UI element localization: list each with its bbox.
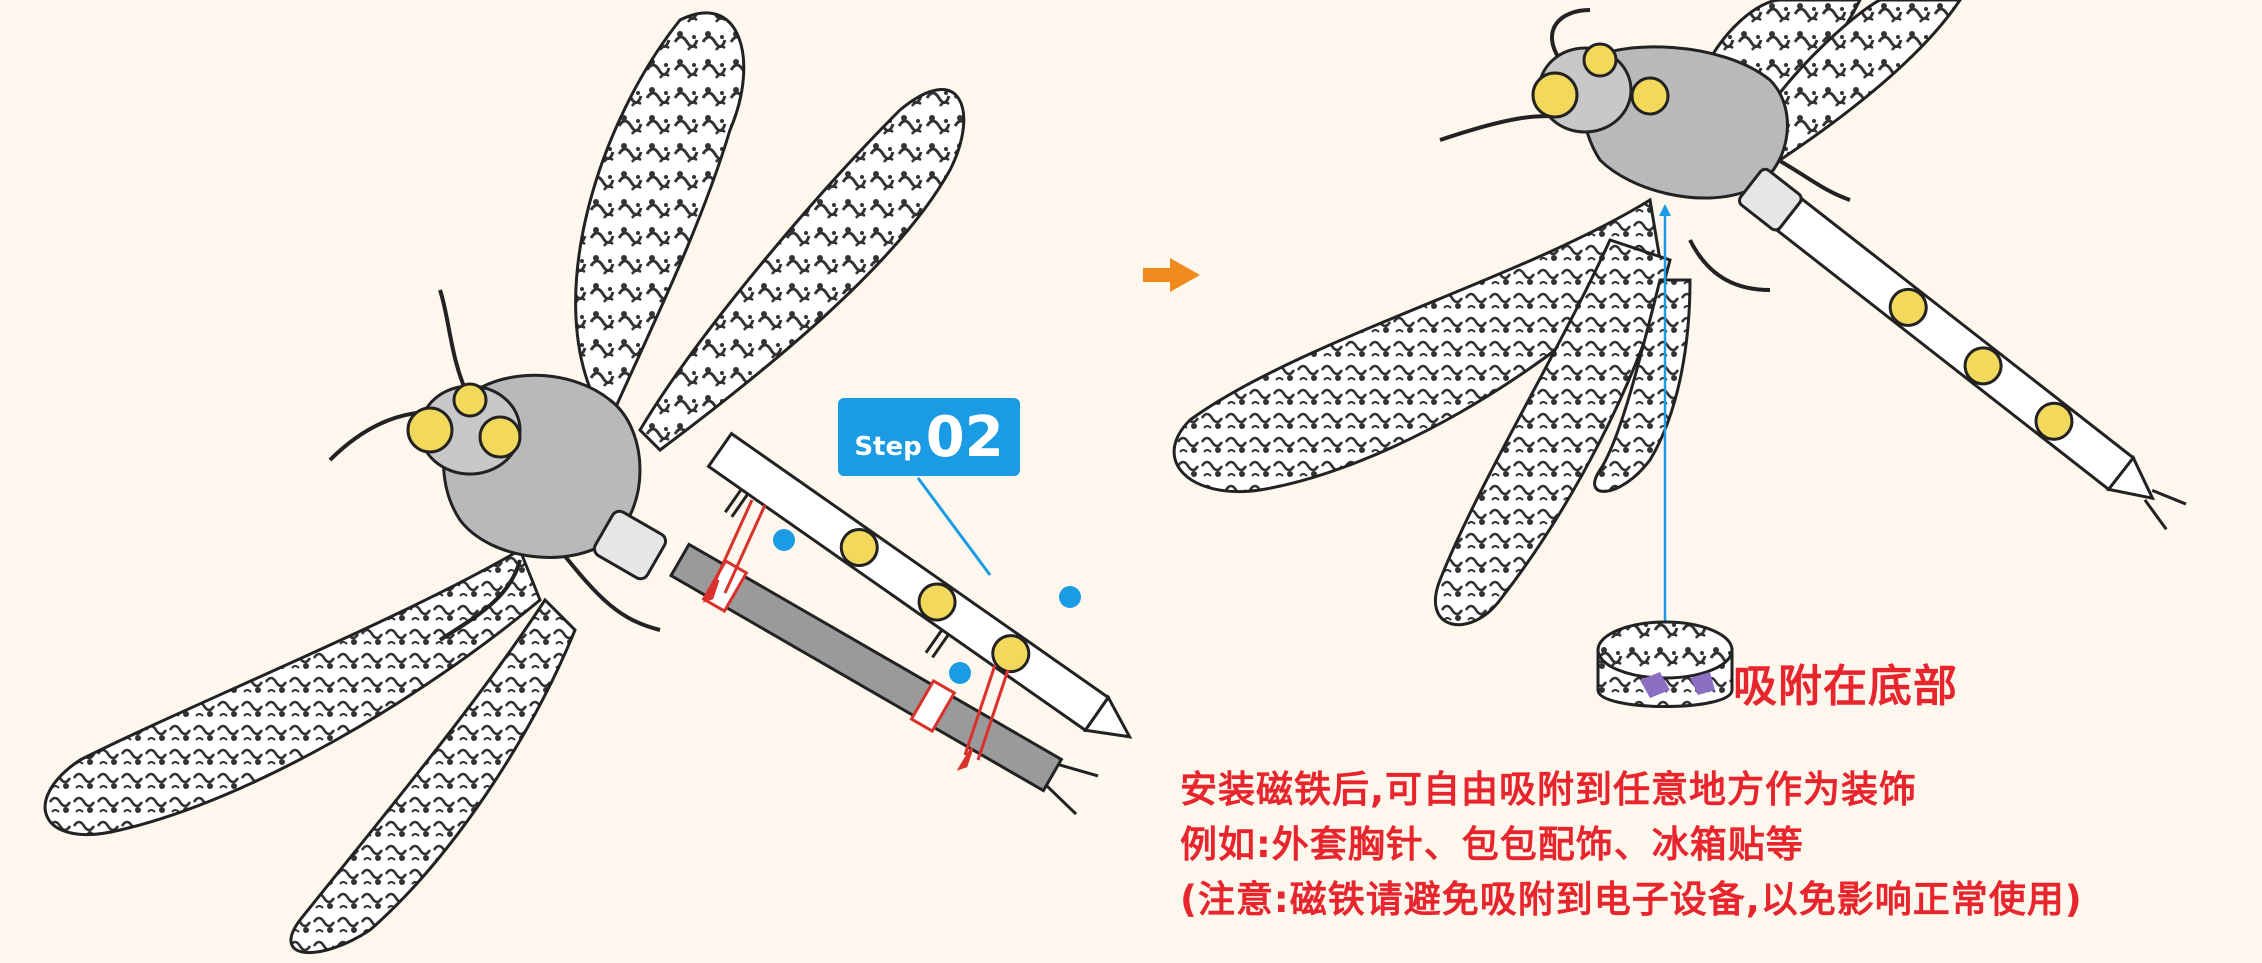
left-eye-2: [478, 415, 522, 459]
magnet-caption: 吸附在底部: [1733, 661, 1958, 712]
magnet-icon: [1596, 620, 1734, 708]
left-lower-wing-a: [43, 547, 542, 836]
left-upper-wing-a: [574, 11, 746, 423]
step-word: Step: [854, 432, 922, 462]
insertion-arrows: [702, 499, 1010, 771]
right-wing-left: [1172, 197, 1662, 493]
left-upper-wing-b: [638, 88, 966, 452]
usage-notes: 安装磁铁后,可自由吸附到任意地方作为装饰 例如:外套胸针、包包配饰、冰箱贴等 (…: [1180, 762, 2083, 927]
note-line-2: 例如:外套胸针、包包配饰、冰箱贴等: [1180, 823, 1804, 866]
tail-stone-2: [917, 582, 957, 622]
left-eye-1: [406, 406, 454, 454]
tail-piece: [702, 431, 1133, 771]
next-arrow-icon: [1143, 258, 1200, 292]
hint-dot-2: [1059, 586, 1081, 608]
left-dragonfly: [43, 11, 1099, 955]
right-dragonfly: [1172, 0, 2187, 708]
tail-stone-1: [839, 528, 879, 568]
hint-dot-3: [949, 662, 971, 684]
left-lower-wing-b: [289, 597, 577, 955]
note-line-3: (注意:磁铁请避免吸附到电子设备,以免影响正常使用): [1180, 878, 2083, 921]
note-line-1: 安装磁铁后,可自由吸附到任意地方作为装饰: [1180, 768, 1918, 811]
right-wing-lower: [1433, 238, 1672, 627]
hint-dot-1: [773, 529, 795, 551]
step-badge: Step 02: [838, 398, 1020, 476]
step-number: 02: [925, 405, 1004, 470]
left-abdomen: [668, 542, 1064, 793]
tail-stone-3: [991, 634, 1031, 674]
